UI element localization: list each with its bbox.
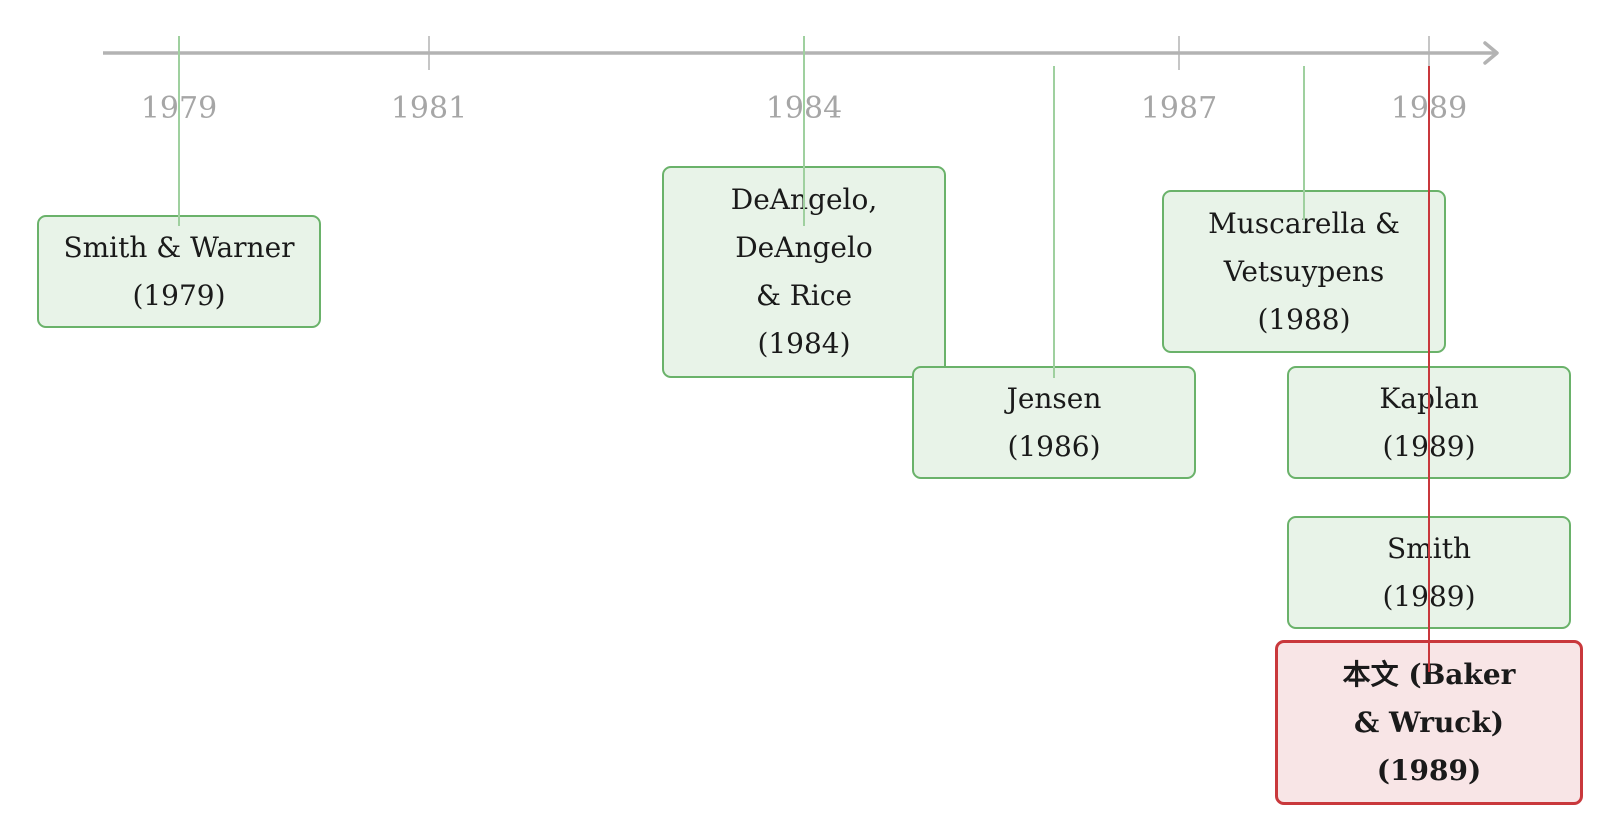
work-label-line: Kaplan (1379, 381, 1479, 415)
work-label-line: & Rice (755, 279, 853, 312)
work-label-line: Muscarella & (1208, 206, 1400, 240)
tick-label-1987: 1987 (1141, 91, 1217, 126)
work-box-muscarella-vetsuypens-1988: Muscarella & Vetsuypens (1988) (1162, 190, 1446, 353)
work-label-line: & Wruck) (1353, 705, 1505, 739)
work-box-smith-1989: Smith (1989) (1287, 516, 1571, 629)
work-label-line: Smith & Warner (63, 230, 295, 264)
work-box-jensen-1986: Jensen (1986) (912, 366, 1196, 479)
work-label-line: (1986) (1007, 429, 1101, 463)
work-label-line: (1989) (1376, 753, 1482, 787)
tick-label-1989: 1989 (1391, 91, 1467, 126)
work-label-line: DeAngelo, (730, 183, 878, 216)
timeline-axis: 1979 1981 1984 1987 1989 (103, 36, 1499, 126)
work-box-deangelo-rice-1984: DeAngelo, DeAngelo & Rice (1984) (662, 166, 946, 378)
tick-label-1984: 1984 (766, 91, 842, 126)
work-label-line: (1989) (1382, 579, 1476, 613)
work-label-line: (1984) (757, 327, 851, 360)
work-label-line: Smith (1387, 531, 1471, 565)
work-label-line: (1989) (1382, 429, 1476, 463)
work-label-line: DeAngelo (735, 231, 873, 264)
work-label-line: Vetsuypens (1223, 254, 1385, 288)
work-box-this-paper-baker-wruck-1989: 本文 (Baker & Wruck) (1989) (1275, 640, 1583, 805)
axis-arrowhead (1483, 41, 1499, 65)
work-label-line: Jensen (1006, 381, 1102, 415)
work-box-smith-warner-1979: Smith & Warner (1979) (37, 215, 321, 328)
work-label-line: 本文 (Baker (1342, 657, 1516, 691)
work-box-kaplan-1989: Kaplan (1989) (1287, 366, 1571, 479)
work-label-line: (1979) (132, 278, 226, 312)
tick-label-1979: 1979 (141, 91, 217, 126)
work-label-line: (1988) (1257, 302, 1351, 336)
tick-label-1981: 1981 (391, 91, 467, 126)
